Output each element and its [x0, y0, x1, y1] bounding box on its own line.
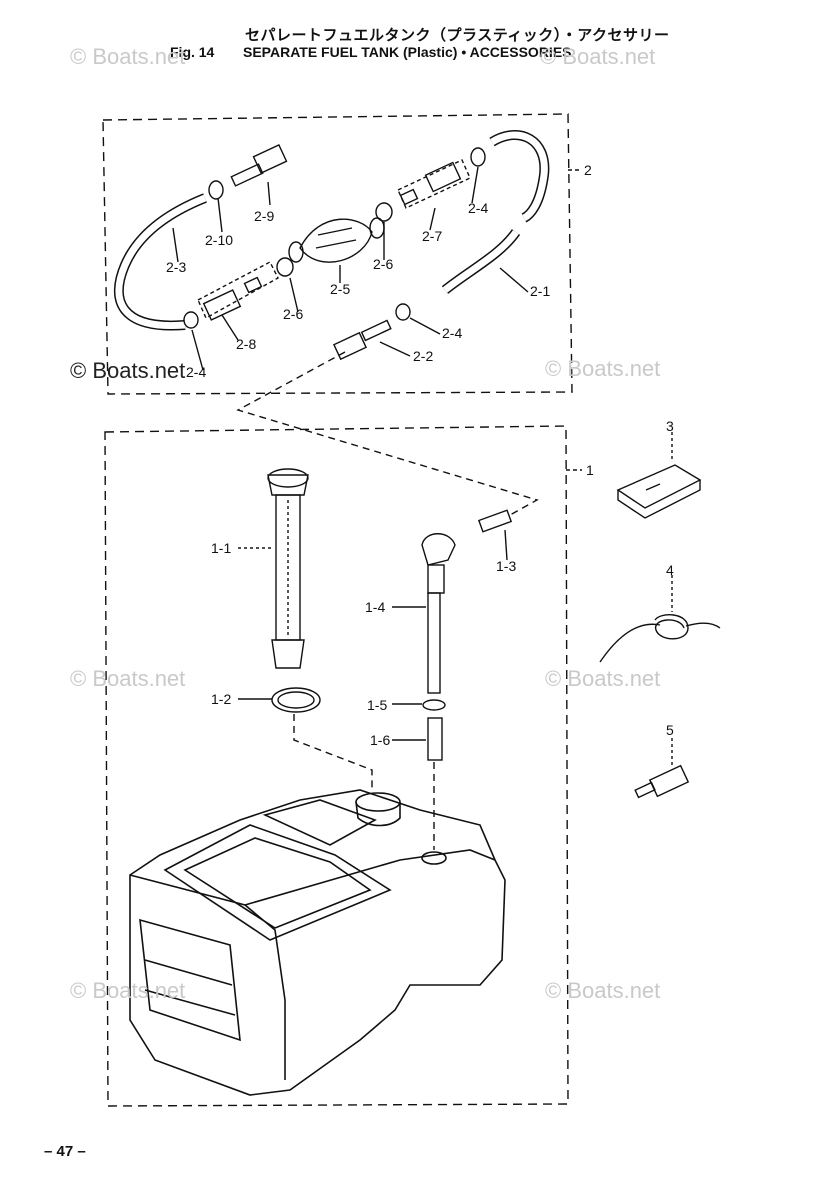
fuel-tank-body [129, 789, 506, 1096]
clamp-2-4-left [183, 311, 199, 329]
callout-2-4: 2-4 [186, 364, 207, 380]
connector-2-9 [230, 143, 288, 187]
fitting-1-3 [477, 509, 513, 533]
connector-2-7 [399, 161, 462, 206]
callout-2-1: 2-1 [530, 283, 551, 299]
pickup-assembly-1-4 [421, 533, 456, 694]
bracket-3 [616, 464, 702, 519]
callout-2-9: 2-9 [254, 208, 275, 224]
fuel-tank-boundary [104, 425, 569, 1107]
coil-wire-4 [599, 614, 721, 663]
watermark: © Boats.net [545, 356, 661, 381]
callout-1: 1 [586, 462, 594, 478]
watermark: © Boats.net [70, 978, 186, 1003]
page-number: – 47 – [44, 1143, 86, 1160]
connector-2-8 [202, 276, 263, 321]
callout-2: 2 [584, 162, 592, 178]
callout-1-6: 1-6 [370, 732, 391, 748]
callout-2-3: 2-3 [166, 259, 187, 275]
callout-2-4: 2-4 [442, 325, 463, 341]
callout-4: 4 [666, 562, 674, 578]
callout-2-2: 2-2 [413, 348, 434, 364]
callout-1-4: 1-4 [365, 599, 386, 615]
seal-ring-1-2 [271, 687, 321, 713]
watermark: © Boats.net [545, 978, 661, 1003]
valve-2-6-lower [276, 257, 294, 277]
primer-bulb-2-5 [288, 217, 385, 263]
valve-2-6-upper [375, 202, 393, 222]
watermark: © Boats.net [545, 666, 661, 691]
connector-2-2 [333, 319, 392, 361]
fitting-5 [634, 764, 690, 799]
callout-5: 5 [666, 722, 674, 738]
callout-2-8: 2-8 [236, 336, 257, 352]
callout-3: 3 [666, 418, 674, 434]
callout-1-3: 1-3 [496, 558, 517, 574]
watermark: © Boats.net [70, 358, 186, 383]
callout-2-6: 2-6 [373, 256, 394, 272]
watermark: © Boats.net [70, 44, 186, 69]
fuel-line-kit-boundary [102, 113, 573, 395]
figure-number: Fig. 14 [170, 44, 215, 60]
filter-1-6 [427, 717, 443, 761]
callout-2-6: 2-6 [283, 306, 304, 322]
clamp-2-4-top [470, 147, 486, 167]
callout-1-2: 1-2 [211, 691, 232, 707]
callout-2-7: 2-7 [422, 228, 443, 244]
page-title: SEPARATE FUEL TANK (Plastic) • ACCESSORI… [243, 44, 572, 60]
callout-1-5: 1-5 [367, 697, 388, 713]
callout-2-4: 2-4 [468, 200, 489, 216]
clamp-2-10 [208, 180, 224, 200]
clamp-2-4-mid [395, 303, 411, 321]
o-ring-1-5 [422, 699, 446, 711]
japanese-title: セパレートフュエルタンク（プラスティック）・アクセサリー [245, 27, 670, 44]
callout-2-10: 2-10 [205, 232, 234, 248]
callout-2-5: 2-5 [330, 281, 351, 297]
fuel-gauge-1-1 [267, 468, 309, 669]
watermark: © Boats.net [540, 44, 656, 69]
connection-dashed-line [236, 351, 539, 516]
watermark: © Boats.net [70, 666, 186, 691]
callout-1-1: 1-1 [211, 540, 232, 556]
